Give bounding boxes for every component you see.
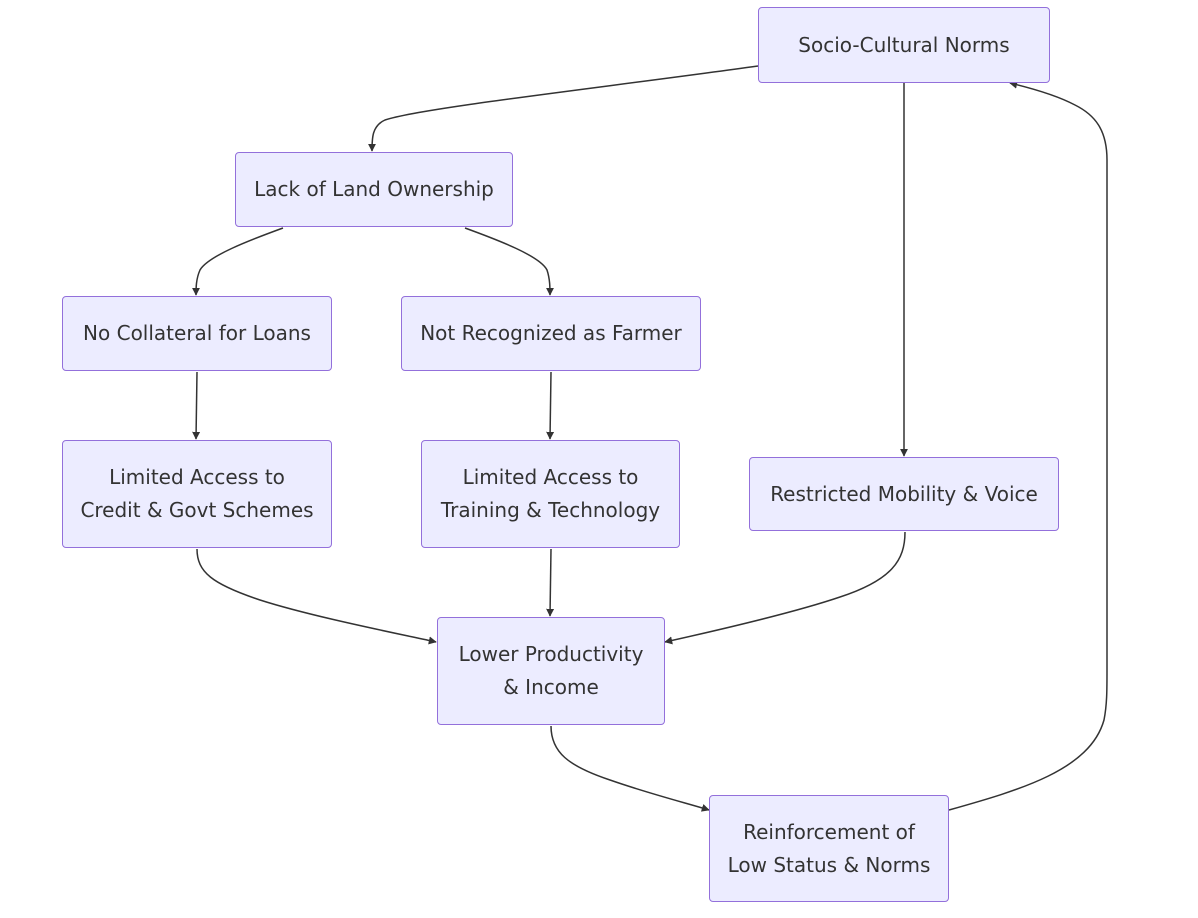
node-label: No Collateral for Loans [83, 321, 311, 345]
edge-reinforce-to-socio [948, 80, 1108, 811]
edge-training-to-productivity [546, 548, 555, 617]
node-socio-cultural-norms[interactable]: Socio-Cultural Norms [758, 7, 1050, 83]
node-label-line-1: Reinforcement of [743, 819, 915, 844]
node-reinforcement-low-status[interactable]: Reinforcement of Low Status & Norms [709, 795, 949, 902]
node-label-line-1: Limited Access to [109, 465, 285, 489]
node-limited-access-credit[interactable]: Limited Access to Credit & Govt Schemes [62, 440, 332, 548]
node-limited-access-training[interactable]: Limited Access to Training & Technology [421, 440, 680, 548]
edge-credit-to-productivity [196, 548, 437, 645]
node-label: Socio-Cultural Norms [798, 32, 1010, 57]
node-label-line-1: Lower Productivity [458, 642, 644, 666]
node-label-line-1: Limited Access to [462, 465, 639, 489]
node-label: Lack of Land Ownership [254, 177, 494, 201]
node-label: Not Recognized as Farmer [420, 321, 682, 345]
edge-socio-to-land [368, 65, 759, 152]
edge-farmer-to-training [546, 371, 555, 440]
edge-productivity-to-reinforce [550, 725, 710, 812]
node-label-line-2: Low Status & Norms [727, 852, 931, 877]
edge-land-to-farmer [464, 227, 554, 296]
edge-collateral-to-credit [192, 371, 201, 440]
node-label-line-2: Training & Technology [440, 498, 661, 522]
edge-land-to-collateral [192, 227, 284, 296]
edge-mobility-to-productivity [664, 531, 906, 645]
node-label-line-2: Credit & Govt Schemes [80, 498, 314, 522]
node-restricted-mobility-voice[interactable]: Restricted Mobility & Voice [749, 457, 1059, 531]
node-no-collateral-for-loans[interactable]: No Collateral for Loans [62, 296, 332, 371]
node-lower-productivity-income[interactable]: Lower Productivity & Income [437, 617, 665, 725]
node-label: Restricted Mobility & Voice [770, 481, 1038, 506]
node-label-line-2: & Income [503, 675, 599, 699]
node-lack-of-land-ownership[interactable]: Lack of Land Ownership [235, 152, 513, 227]
node-not-recognized-as-farmer[interactable]: Not Recognized as Farmer [401, 296, 701, 371]
